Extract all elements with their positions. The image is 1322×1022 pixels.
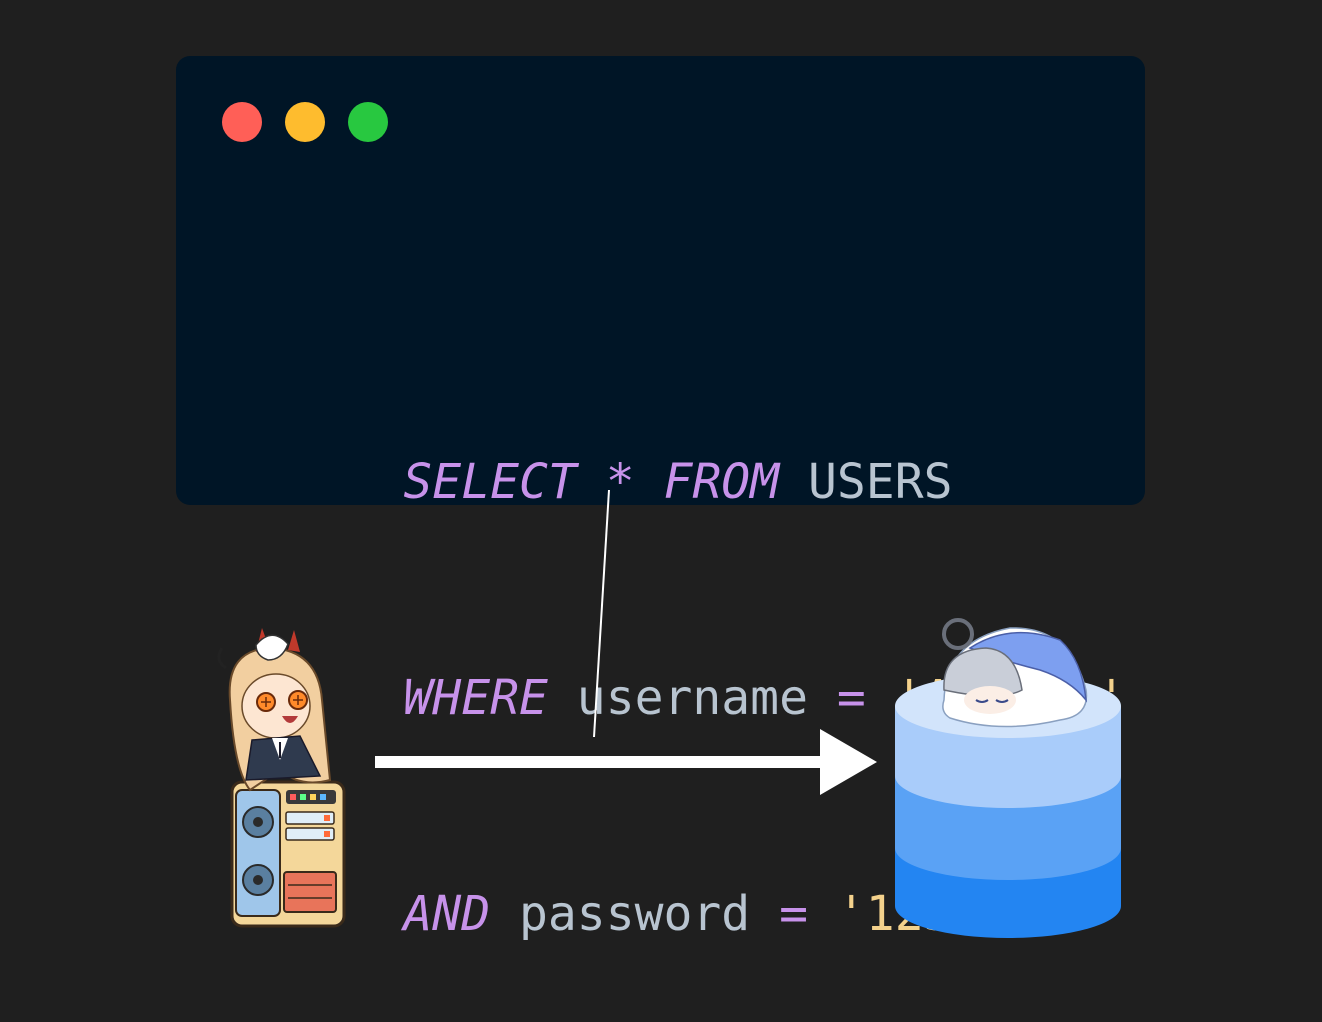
- request-arrow: [375, 729, 877, 795]
- database-icon: [895, 620, 1121, 938]
- flow-diagram: [0, 0, 1322, 939]
- client-server-icon: [219, 628, 344, 926]
- query-connector-line: [594, 490, 609, 737]
